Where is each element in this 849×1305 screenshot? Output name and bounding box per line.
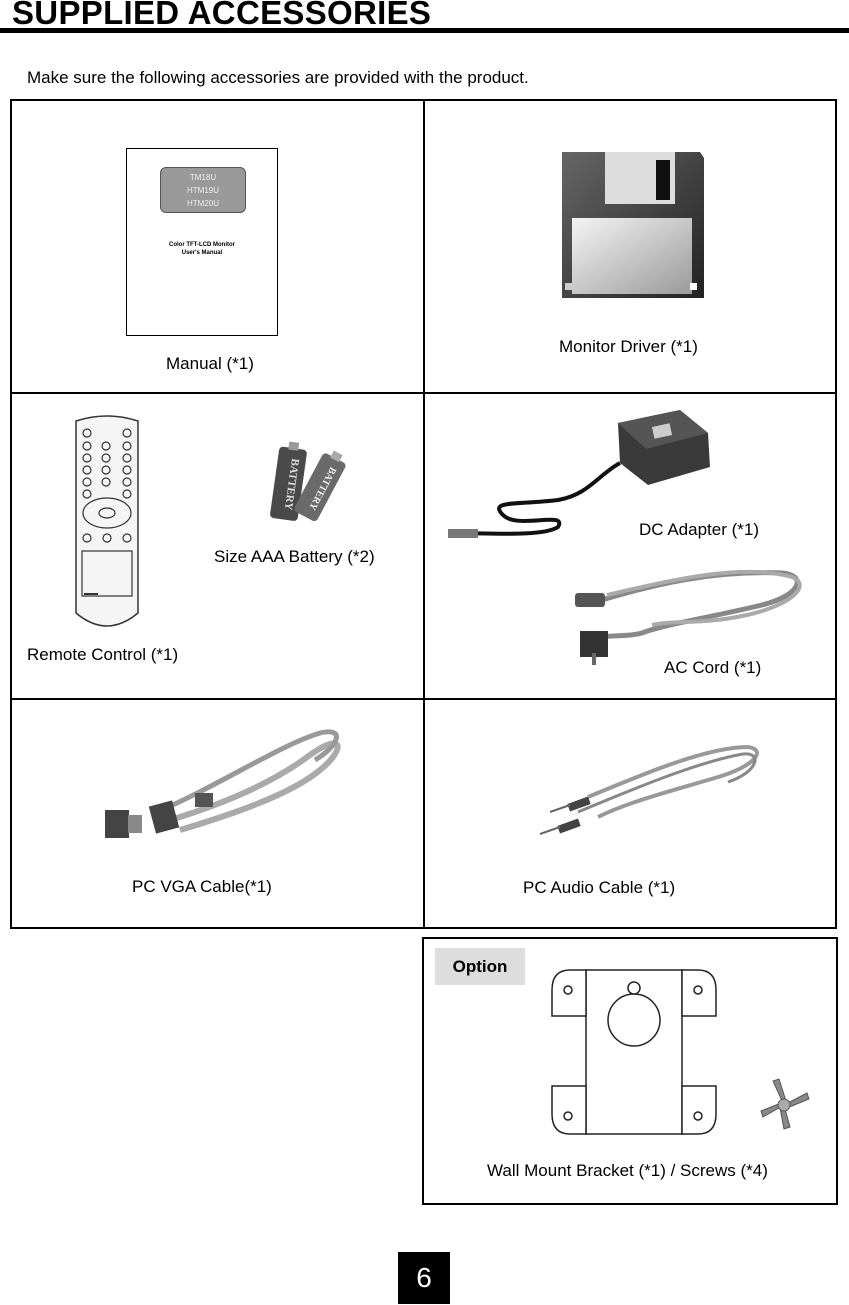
option-badge: Option	[435, 948, 525, 985]
intro-text: Make sure the following accessories are …	[27, 68, 529, 87]
manual-model: TM18U	[189, 173, 217, 182]
audio-cable-label: PC Audio Cable (*1)	[523, 878, 676, 897]
audio-cable-icon	[539, 744, 759, 835]
monitor-driver-label: Monitor Driver (*1)	[559, 337, 698, 356]
title-rule	[0, 28, 849, 33]
manual-label: Manual (*1)	[166, 354, 254, 373]
battery-icon: BATTERY BATTERY	[270, 441, 346, 522]
manual-cover-line2: User's Manual	[181, 250, 223, 256]
floppy-disk-icon	[562, 152, 704, 298]
manual-model-box: TM18U HTM19U HTM20U	[160, 167, 246, 213]
option-box	[422, 937, 838, 1205]
remote-label: Remote Control (*1)	[27, 645, 179, 664]
wall-mount-label: Wall Mount Bracket (*1) / Screws (*4)	[487, 1161, 768, 1180]
manual-model: HTM19U	[186, 186, 219, 195]
manual-model: HTM20U	[186, 199, 219, 208]
dc-adapter-label: DC Adapter (*1)	[639, 520, 759, 539]
ac-cord-label: AC Cord (*1)	[664, 658, 762, 677]
page-number: 6	[398, 1252, 450, 1304]
dc-adapter-icon	[448, 410, 710, 538]
wall-mount-bracket-icon	[551, 969, 717, 1135]
screws-icon	[760, 1078, 810, 1130]
vga-cable-icon	[105, 729, 341, 838]
ac-cord-icon	[575, 569, 802, 665]
manual-cover-line1: Color TFT-LCD Monitor	[169, 242, 235, 248]
battery-label: Size AAA Battery (*2)	[214, 547, 375, 566]
page-title: SUPPLIED ACCESSORIES	[12, 0, 432, 31]
manual-image: TM18U HTM19U HTM20U Color TFT-LCD Monito…	[126, 148, 278, 336]
remote-control-icon	[75, 415, 139, 627]
vga-cable-label: PC VGA Cable(*1)	[132, 877, 272, 896]
